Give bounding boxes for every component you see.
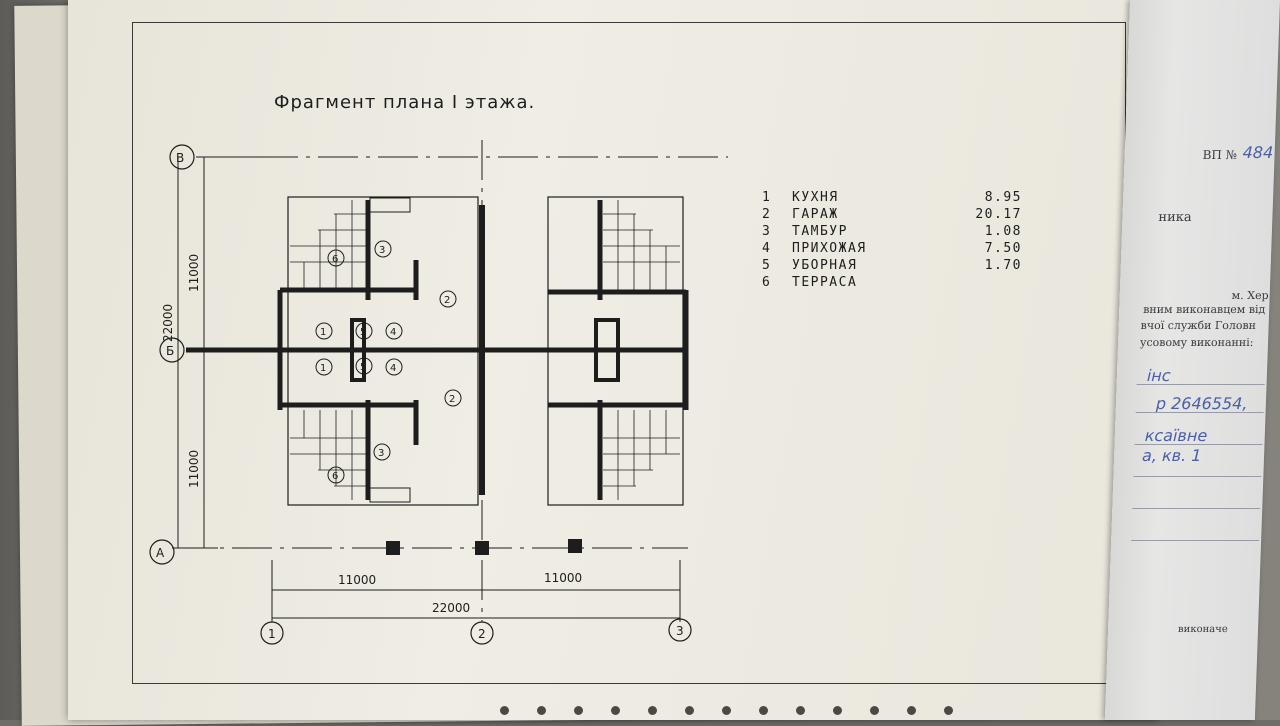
room-mark: 5 — [360, 362, 366, 373]
doc-text: ника — [1158, 210, 1192, 225]
legend-row: 3 ТАМБУР 1.08 — [762, 224, 1022, 239]
binder-hole — [648, 706, 657, 715]
doc-text: виконаче — [1177, 624, 1228, 635]
dim-vertical-top: 11000 — [187, 254, 201, 292]
binder-hole — [722, 706, 731, 715]
legend-area: 8.95 — [984, 190, 1022, 205]
binder-hole — [685, 706, 694, 715]
legend-num: 5 — [762, 258, 772, 273]
right-document: ВП № 484 ника м. Хер вним виконавцем від… — [1104, 0, 1280, 720]
binder-hole — [796, 706, 805, 715]
legend-area: 1.70 — [984, 258, 1022, 273]
binder-hole — [611, 706, 620, 715]
drawing-sheet: Фрагмент плана I этажа. — [68, 0, 1158, 720]
doc-rule — [1133, 476, 1262, 477]
legend-num: 1 — [762, 190, 772, 205]
doc-vi-label: ВП № — [1202, 148, 1238, 162]
room-mark: 1 — [320, 363, 326, 374]
doc-rule — [1134, 444, 1263, 445]
doc-rule — [1132, 508, 1261, 509]
legend-name: УБОРНАЯ — [792, 258, 858, 273]
room-mark: 1 — [320, 327, 326, 338]
binder-holes — [500, 706, 1020, 720]
doc-handwriting: р 2646554, — [1155, 394, 1248, 413]
binder-hole — [574, 706, 583, 715]
room-mark: 6 — [332, 471, 338, 482]
drawing-title: Фрагмент плана I этажа. — [274, 92, 536, 113]
room-mark: 5 — [360, 327, 366, 338]
legend-num: 3 — [762, 224, 772, 239]
legend-num: 6 — [762, 275, 772, 290]
doc-text: м. Хер — [1231, 289, 1269, 302]
dim-vertical-total: 22000 — [161, 304, 175, 342]
doc-text: вчої служби Головн — [1140, 319, 1257, 332]
doc-text: вним виконавцем від — [1142, 303, 1266, 316]
legend-num: 4 — [762, 241, 772, 256]
binder-hole — [907, 706, 916, 715]
room-mark: 3 — [378, 448, 384, 459]
legend-name: ГАРАЖ — [792, 207, 839, 222]
dim-vertical-bottom: 11000 — [187, 450, 201, 488]
legend-row: 1 КУХНЯ 8.95 — [762, 190, 1022, 205]
legend-row: 6 ТЕРРАСА — [762, 275, 1022, 290]
room-legend: 1 КУХНЯ 8.95 2 ГАРАЖ 20.17 3 ТАМБУР 1.08 4 ПРИХ… — [762, 190, 1052, 300]
doc-handwriting: ксаївне — [1144, 426, 1208, 445]
floor-plan-drawing: В Б А 1 2 3 22000 11000 11000 11000 1100… — [149, 140, 728, 645]
legend-row: 2 ГАРАЖ 20.17 — [762, 207, 1022, 222]
doc-vi-number: 484 — [1242, 143, 1274, 162]
doc-rule — [1131, 540, 1260, 541]
room-mark: 6 — [332, 254, 338, 265]
legend-name: ПРИХОЖАЯ — [792, 241, 867, 256]
axis-label-v: В — [176, 151, 184, 165]
legend-area: 1.08 — [984, 224, 1022, 239]
legend-name: ТАМБУР — [792, 224, 848, 239]
binder-hole — [759, 706, 768, 715]
binder-hole — [500, 706, 509, 715]
axis-label-b: Б — [166, 344, 174, 358]
binder-hole — [944, 706, 953, 715]
axis-label-3: 3 — [676, 624, 684, 638]
legend-row: 5 УБОРНАЯ 1.70 — [762, 258, 1022, 273]
axis-label-1: 1 — [268, 627, 276, 641]
doc-handwriting: інс — [1146, 366, 1171, 385]
doc-rule — [1135, 412, 1264, 413]
doc-handwriting: а, кв. 1 — [1141, 446, 1202, 465]
binder-hole — [537, 706, 546, 715]
binder-hole — [870, 706, 879, 715]
legend-row: 4 ПРИХОЖАЯ 7.50 — [762, 241, 1022, 256]
legend-area: 20.17 — [975, 207, 1022, 222]
legend-area: 7.50 — [984, 241, 1022, 256]
legend-name: ТЕРРАСА — [792, 275, 858, 290]
room-mark: 4 — [390, 327, 396, 338]
room-mark: 2 — [444, 295, 450, 306]
legend-name: КУХНЯ — [792, 190, 839, 205]
dim-horizontal-total: 22000 — [432, 601, 470, 615]
axis-label-2: 2 — [478, 627, 486, 641]
dim-horizontal-right: 11000 — [544, 571, 582, 585]
binder-hole — [833, 706, 842, 715]
doc-rule — [1136, 384, 1265, 385]
axis-label-a: А — [156, 546, 165, 560]
legend-area — [952, 275, 1022, 290]
legend-num: 2 — [762, 207, 772, 222]
room-mark: 3 — [379, 245, 385, 256]
room-mark: 2 — [449, 394, 455, 405]
dim-horizontal-left: 11000 — [338, 573, 376, 587]
doc-text: усовому виконанні: — [1139, 336, 1254, 349]
room-mark: 4 — [390, 363, 396, 374]
